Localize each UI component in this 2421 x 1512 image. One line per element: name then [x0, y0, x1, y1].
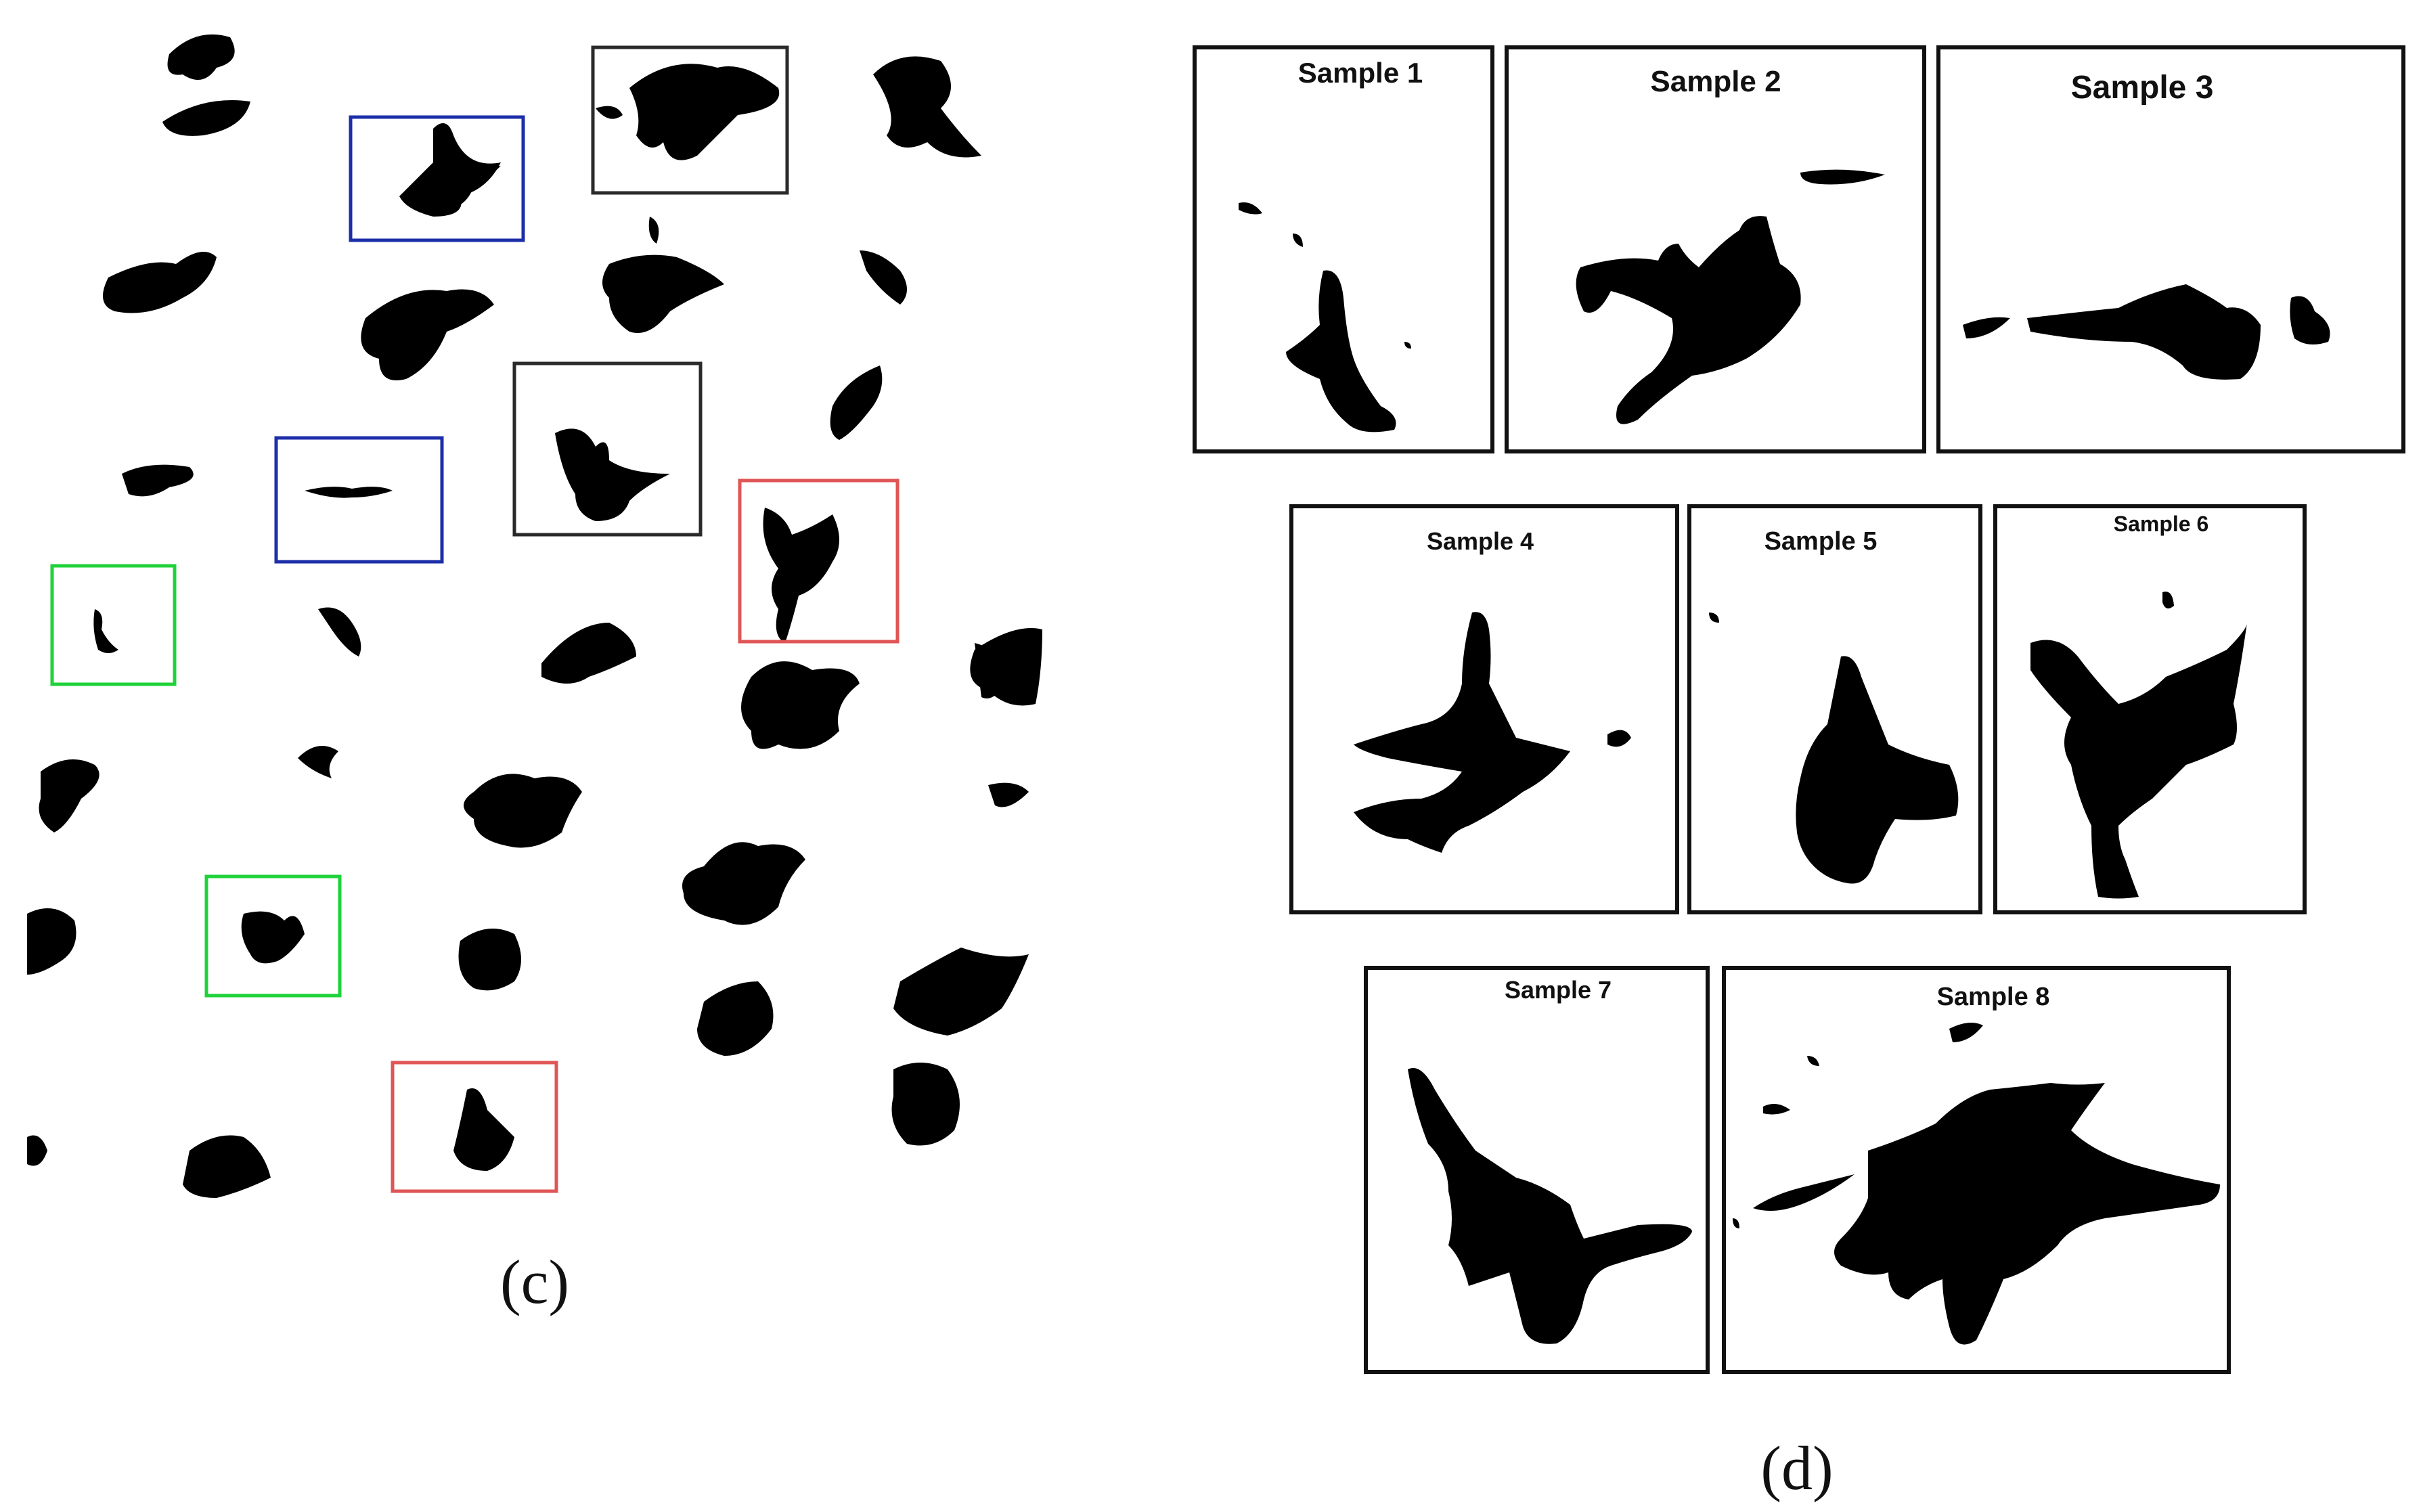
cell-blob [763, 508, 839, 643]
highlight-box-green [204, 874, 342, 998]
cell-blob [122, 464, 194, 497]
cell-blob [741, 661, 860, 749]
highlight-box-red [738, 479, 899, 644]
sample-tile-7: Sample 7 [1364, 966, 1710, 1374]
sample-tile-8: Sample 8 [1722, 966, 2231, 1374]
highlight-box-black [512, 361, 703, 537]
cell-blob [1354, 612, 1631, 853]
cell-blob [27, 908, 76, 975]
cell-blob [2030, 592, 2247, 899]
sample-tile-4: Sample 4 [1289, 504, 1679, 914]
sample-title: Sample 8 [1937, 983, 2050, 1011]
sample-tile-6: Sample 6 [1993, 504, 2307, 914]
cell-blob [318, 607, 361, 657]
cell-blob [975, 643, 1029, 807]
sample-tile-1: Sample 1 [1193, 45, 1494, 453]
panel-c-cell-field [27, 34, 1042, 1198]
cell-blob [1963, 284, 2330, 380]
sample-title: Sample 6 [2114, 512, 2209, 536]
cell-blob [1709, 613, 1959, 884]
sample-frame [1936, 45, 2405, 453]
panel-label-d: (d) [1760, 1433, 1833, 1503]
cell-blob [682, 842, 805, 925]
sample-tile-5: Sample 5 [1687, 504, 1982, 914]
sample-tile-3: Sample 3 [1936, 45, 2405, 453]
cell-blob [361, 289, 494, 380]
cell-blob [458, 929, 521, 991]
highlight-box-blue [274, 436, 444, 564]
cell-blob [697, 981, 774, 1056]
cell-blob [241, 911, 305, 964]
cell-blob [555, 428, 670, 521]
highlight-box-blue [349, 115, 525, 242]
sample-title: Sample 2 [1650, 65, 1781, 98]
panel-label-c: (c) [500, 1247, 569, 1316]
cell-blob [27, 1135, 47, 1166]
highlight-box-green [50, 564, 177, 686]
cell-blob [541, 623, 636, 684]
cell-blob [406, 124, 501, 210]
cell-blob [830, 365, 883, 440]
cell-blob [602, 217, 724, 333]
cell-blob [1576, 169, 1885, 424]
cell-blob [453, 1088, 514, 1171]
cell-blob [305, 487, 393, 498]
sample-title: Sample 4 [1427, 527, 1534, 555]
cell-blob [860, 250, 907, 305]
sample-frame [1505, 45, 1926, 453]
highlight-box-red [391, 1061, 558, 1193]
cell-blob [93, 609, 118, 653]
cell-blob [183, 1135, 271, 1198]
cell-blob [103, 252, 217, 313]
cell-blob [39, 759, 99, 832]
cell-blob [162, 34, 250, 136]
cell-blob [464, 774, 582, 848]
cell-blob [893, 948, 1029, 1036]
sample-title: Sample 3 [2071, 70, 2214, 106]
cell-blob [873, 56, 981, 158]
sample-frame [1364, 966, 1710, 1374]
cell-blob [1733, 1023, 2220, 1345]
cell-blob [891, 1063, 960, 1146]
sample-tile-2: Sample 2 [1505, 45, 1926, 453]
sample-title: Sample 1 [1298, 57, 1423, 89]
cell-blob [1408, 1068, 1692, 1344]
sample-title: Sample 5 [1764, 527, 1878, 556]
cell-blob [596, 64, 780, 160]
cell-blob [298, 746, 338, 778]
sample-title: Sample 7 [1505, 976, 1612, 1004]
cell-blob [1239, 202, 1411, 432]
highlight-box-black [591, 45, 789, 195]
